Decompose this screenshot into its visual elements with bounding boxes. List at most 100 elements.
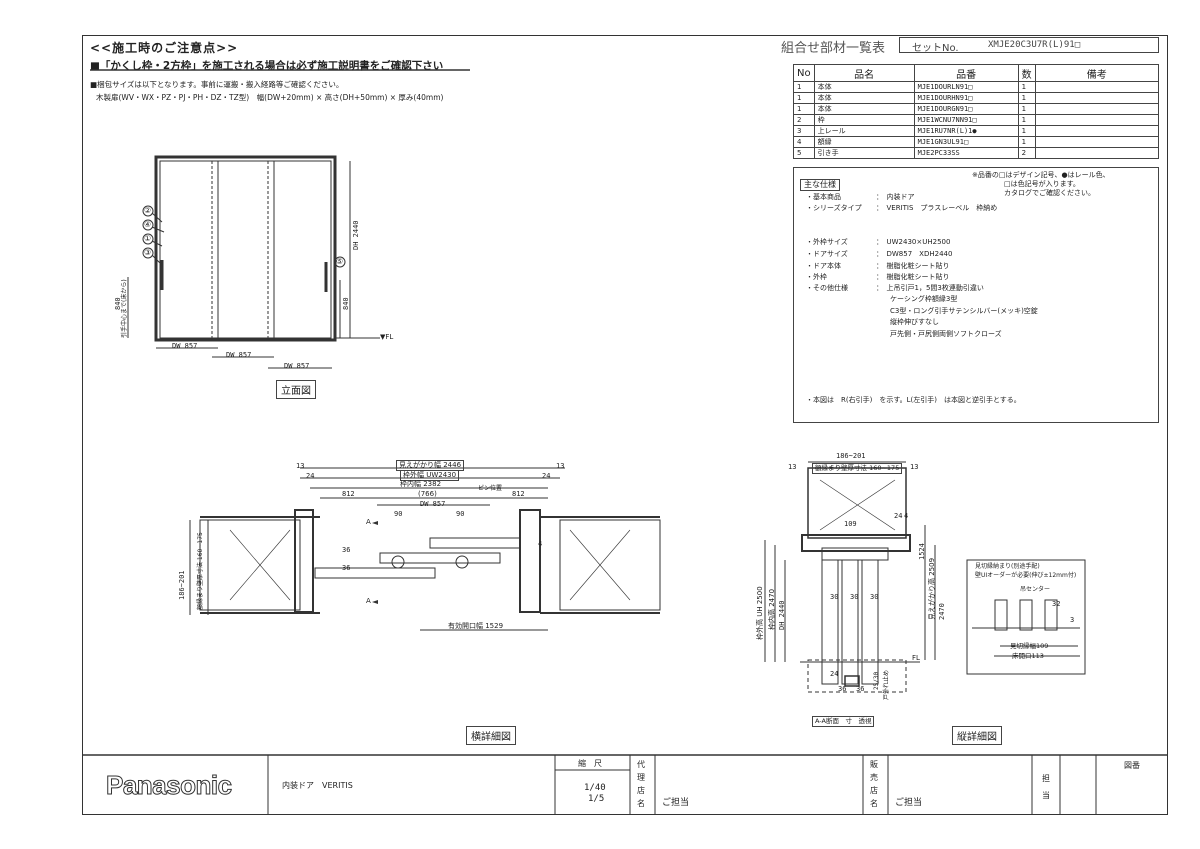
- dim-label: 24: [306, 472, 315, 480]
- spec-note: ・本図は R(右引手) を示す。L(左引手) は本図と逆引手とする。: [806, 396, 1021, 404]
- spec-value: ： 樹脂化粧シート貼り: [876, 273, 950, 281]
- callout-label: ③: [144, 248, 152, 257]
- spec-value: ： 内装ドア: [876, 193, 915, 201]
- seller-label-1: 販: [870, 760, 878, 769]
- dim-label: 見切縁幅109: [1010, 642, 1049, 650]
- dealer-label-1: 代: [637, 760, 645, 769]
- dim-label: DW 857: [284, 362, 310, 370]
- callout-circle: [142, 205, 154, 217]
- callout-circle: [142, 219, 154, 231]
- spec-value: ： VERITIS プラスレーベル 枠納め: [876, 204, 998, 212]
- plan-wall-right: [559, 519, 661, 611]
- product-name: 内装ドア VERITIS: [282, 781, 353, 790]
- dim-label: 812: [512, 490, 525, 498]
- callout-label: ④: [144, 220, 152, 229]
- section-head-wall: [807, 467, 907, 539]
- fl-label: FL: [912, 654, 920, 662]
- spec-value: ： UW2430×UH2500: [876, 238, 951, 246]
- dim-label: 30: [850, 593, 859, 601]
- brand-logo: Panasonic: [106, 770, 233, 801]
- dim-label: 24: [894, 512, 903, 520]
- dim-label: 額縁まり壁厚寸法 160~175: [812, 463, 903, 474]
- spec-label: ・ドア本体: [806, 262, 841, 270]
- dim-label-handle: 840: [342, 297, 350, 310]
- dealer-label-4: 名: [637, 799, 645, 808]
- dim-label: 32: [1052, 600, 1061, 608]
- parts-footnote-1: ※品番の□はデザイン記号、●はレール色、: [972, 171, 1110, 179]
- spec-label: ・その他仕様: [806, 284, 848, 292]
- plan-caption: 横詳細図: [466, 726, 516, 745]
- parts-list-title: 組合せ部材一覧表: [781, 41, 886, 56]
- dim-label: 4: [538, 540, 543, 548]
- parts-footnote-2: □は色記号が入ります。: [1004, 180, 1080, 188]
- cell-qty: 2: [1017, 147, 1036, 159]
- plan-wall-hatch: [569, 529, 631, 601]
- spec-extra: C3型・ロング引手サテンシルバー(メッキ)空錠: [890, 307, 1038, 315]
- spec-box: ※品番の□はデザイン記号、●はレール色、 □は色記号が入ります。 カタログでご確…: [793, 167, 1159, 423]
- dim-label: 枠外高 UH 2500: [756, 586, 764, 640]
- dim-label: 24: [830, 670, 839, 678]
- section-floor-guide: [807, 659, 907, 693]
- dim-label: 30: [870, 593, 879, 601]
- sill-door: [994, 599, 1008, 631]
- drawing-frame: [82, 35, 1168, 815]
- dim-label: (766): [418, 490, 437, 498]
- callout-label: ⑤: [336, 257, 344, 266]
- sill-detail-title: 見切縁納まり(別途手配): [975, 563, 1040, 570]
- dim-label: 36: [856, 685, 865, 693]
- plan-door-leaf-3: [429, 537, 521, 549]
- spec-value: ： 上吊引戸1，5間3枚連動引違い: [876, 284, 984, 292]
- callout-circle: [142, 233, 154, 245]
- dealer-contact: ご担当: [662, 798, 690, 808]
- cell-note: [1034, 147, 1160, 159]
- sill-detail-center: 吊センター: [1020, 586, 1051, 593]
- dim-label: 36: [838, 685, 847, 693]
- plan-roller: [391, 555, 405, 569]
- dim-label: 25/30: [873, 671, 880, 690]
- parts-footnote-3: カタログでご確認ください。: [1004, 189, 1095, 197]
- plan-wall-left: [199, 519, 301, 611]
- spec-label: ・シリーズタイプ: [806, 204, 862, 212]
- cell-code: MJE2PC33SS: [913, 147, 1019, 159]
- dim-label: DW 857: [420, 500, 446, 508]
- callout-circle: [142, 247, 154, 259]
- callout-label: ①: [144, 234, 152, 243]
- leader-line: [151, 226, 165, 233]
- packing-note: ■梱包サイズは以下となります。事前に運搬・搬入経路等ご確認ください。: [90, 80, 344, 89]
- callout-label: ②: [144, 206, 152, 215]
- section-mark: A: [366, 597, 371, 605]
- seller-label-4: 名: [870, 799, 878, 808]
- dim-label: 戸外れ止め: [883, 669, 890, 700]
- dim-label: 109: [844, 520, 857, 528]
- handle-note: 引手中心まで(床から): [121, 279, 128, 338]
- scale-value: 1/40: [584, 783, 606, 793]
- leader-line: [151, 240, 163, 247]
- section-arrow: [372, 600, 378, 604]
- dim-label: 見えがかり高 2509: [928, 557, 936, 620]
- elevation-inner-frame: [159, 160, 332, 339]
- dim-label: 枠内幅 2382: [400, 480, 442, 488]
- spec-label: ・外枠: [806, 273, 827, 281]
- fl-label: ▼FL: [380, 333, 394, 341]
- set-number-box: セットNo. XMJE20C3U7R(L)91□: [899, 37, 1159, 54]
- dim-label: 床開口113: [1012, 652, 1044, 660]
- spec-label: ・ドアサイズ: [806, 250, 848, 258]
- leader-line: [151, 212, 163, 223]
- section-head-jamb: [801, 534, 911, 552]
- dim-label-wall: 額縁まり壁厚寸法 160~175: [197, 532, 204, 610]
- cell-no: 5: [793, 147, 815, 159]
- dim-label: 90: [456, 510, 465, 518]
- dim-label: ピン位置: [478, 485, 503, 492]
- seller-label-3: 店: [870, 786, 878, 795]
- section-mark: A: [366, 518, 371, 526]
- plan-jamb-right: [519, 509, 541, 613]
- scale-label: 縮 尺: [578, 759, 602, 768]
- dim-label: 13: [910, 463, 919, 471]
- dim-label: 13: [788, 463, 797, 471]
- dim-label: 3: [1070, 616, 1075, 624]
- spec-label: ・外枠サイズ: [806, 238, 848, 246]
- person-label-1: 担: [1042, 774, 1050, 783]
